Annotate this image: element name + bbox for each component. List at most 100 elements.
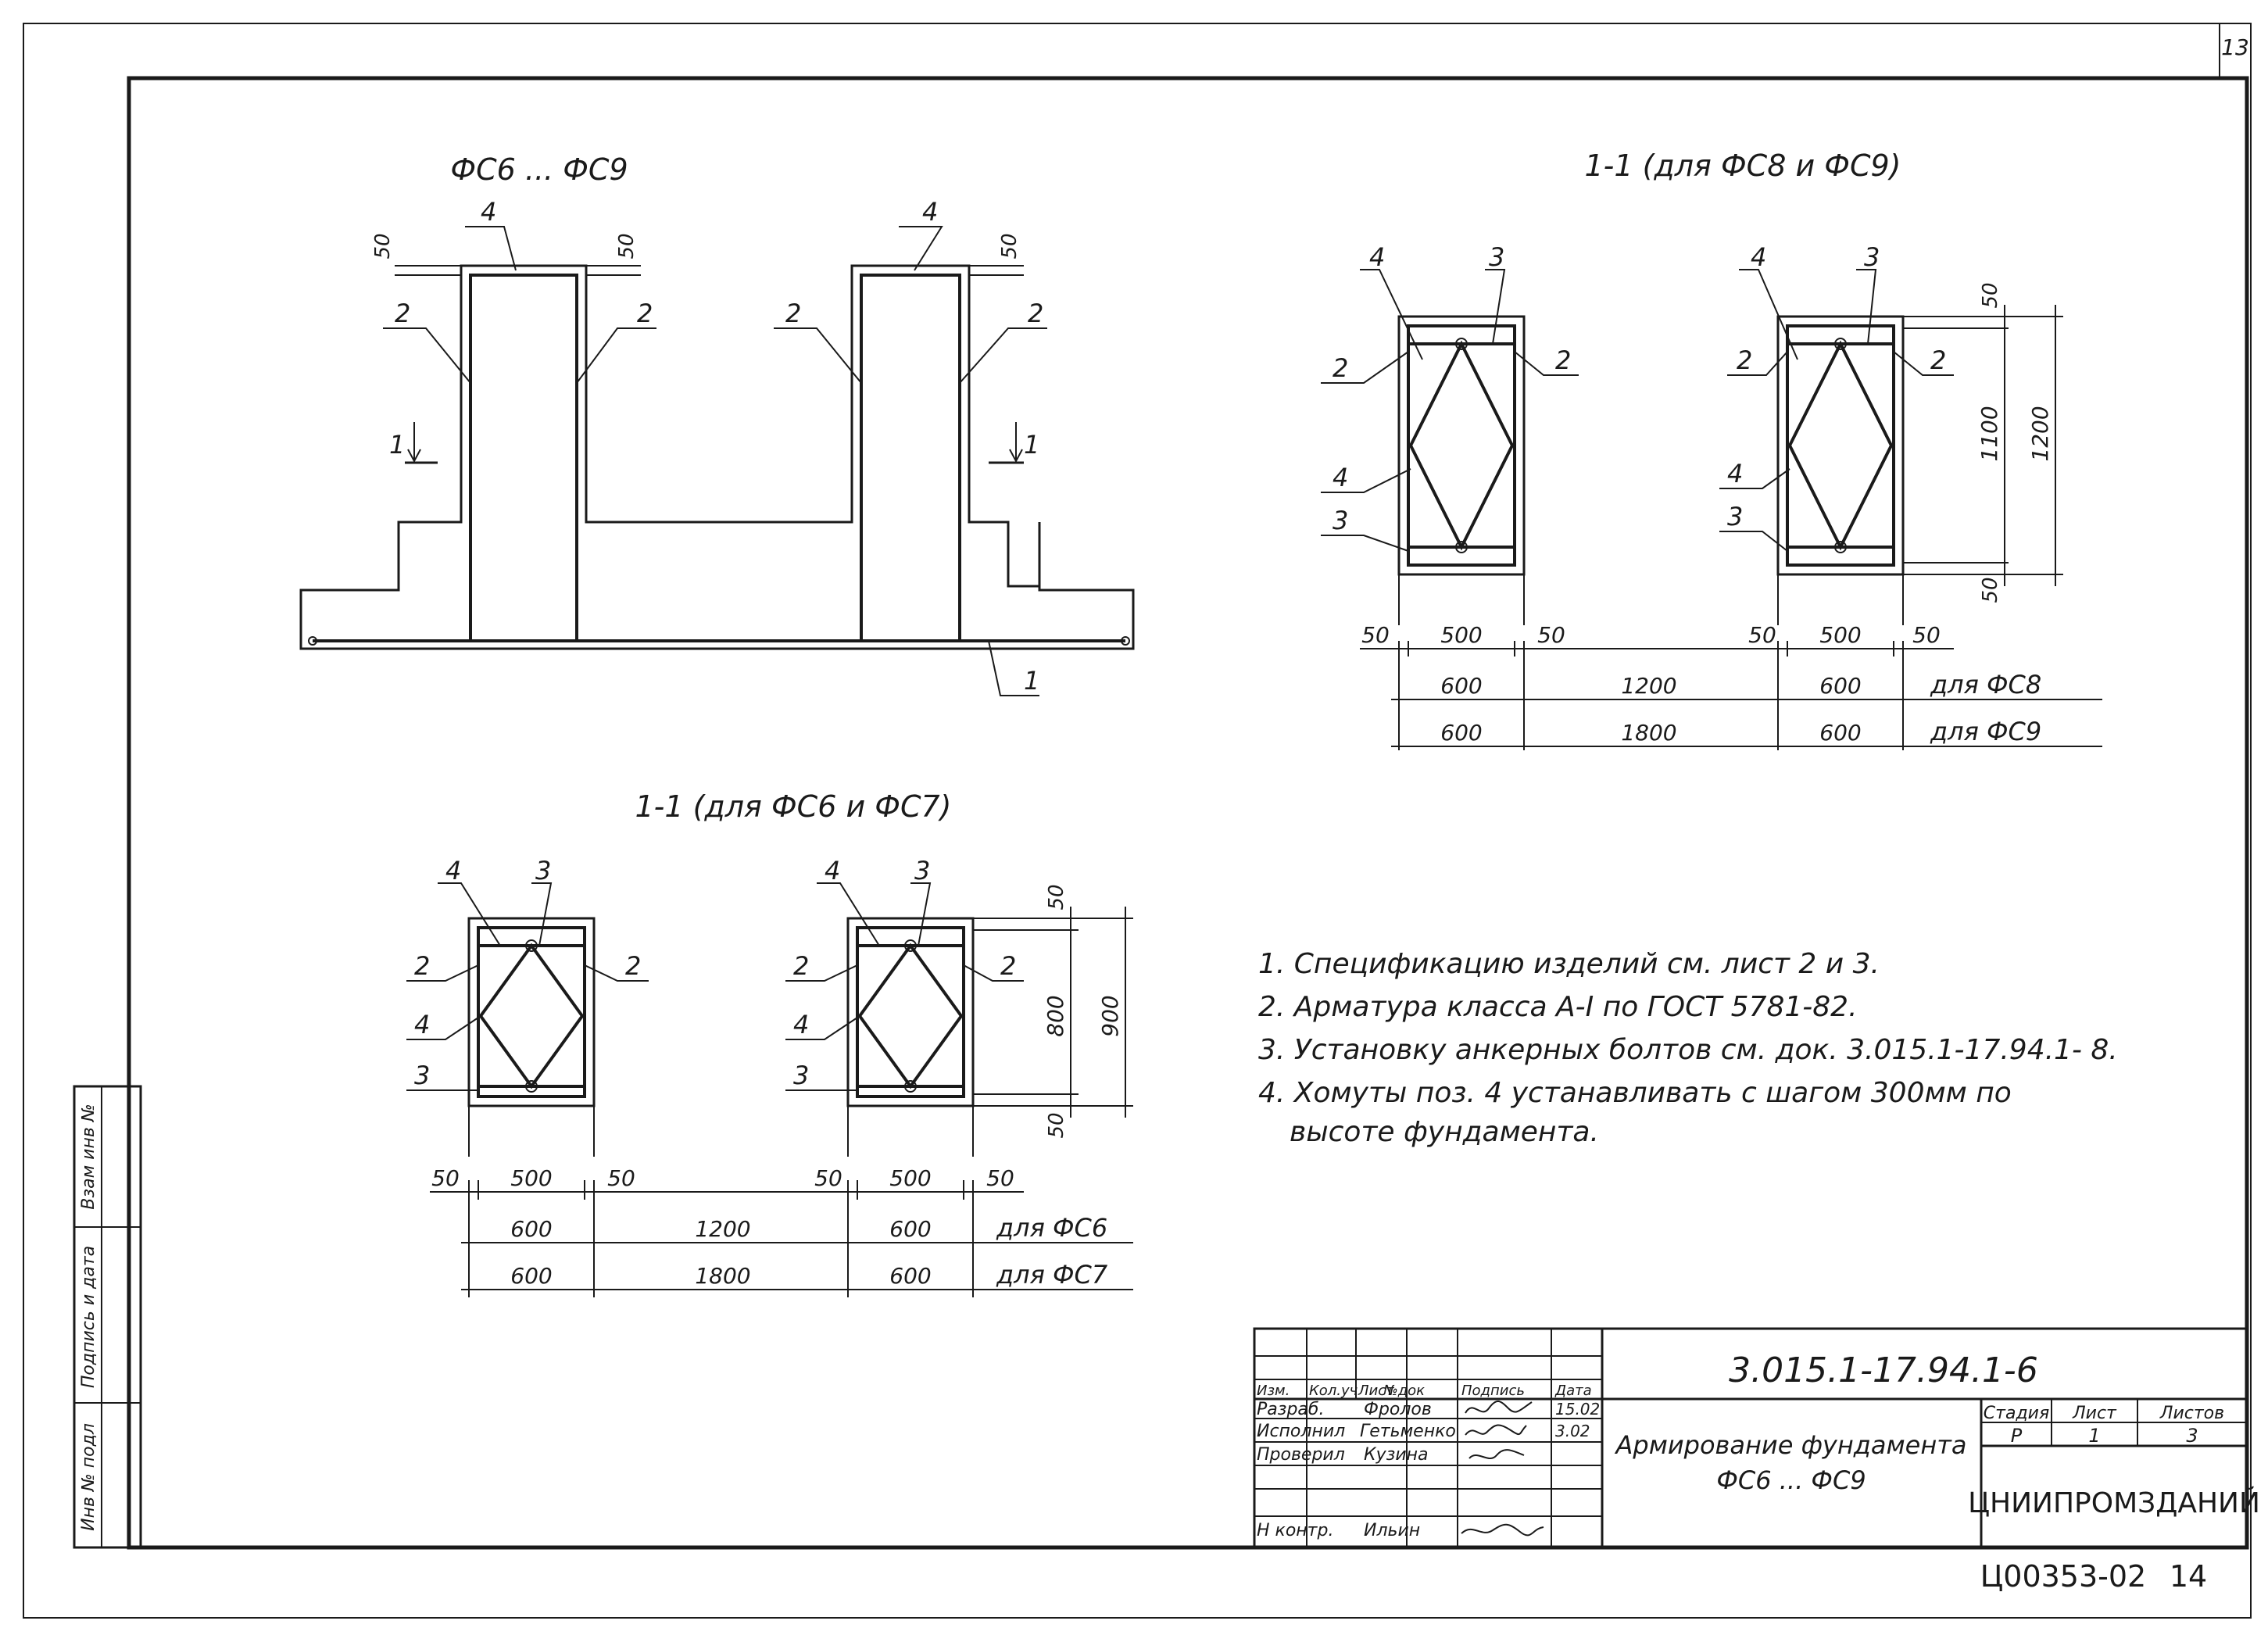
elev-pos2-b: 2 (637, 299, 653, 328)
s67-pos2-b: 2 (625, 951, 641, 981)
s67-dim-50-l1: 50 (431, 1165, 460, 1191)
section-fs6-fs7-title: 1-1 (для ФС6 и ФС7) (635, 789, 952, 824)
s89-row1-label: для ФС8 (1930, 670, 2041, 699)
tb-sheet: 1 (2088, 1425, 2100, 1447)
dim-50-a: 50 (371, 233, 395, 259)
tb-doc-code: 3.015.1-17.94.1-6 (1729, 1351, 2038, 1390)
tb-stage-label: Стадия (1984, 1404, 2049, 1423)
s67-pos3-c: 3 (914, 856, 930, 885)
tb-hdr-sign: Подпись (1461, 1383, 1525, 1399)
s67-dim-500-l: 500 (510, 1165, 552, 1191)
tb-sheets: 3 (2186, 1425, 2198, 1447)
section-mark-right: 1 (1024, 430, 1039, 460)
archive-code: Ц00353-02 (1980, 1559, 2146, 1594)
s67-pos3-b: 3 (414, 1061, 430, 1090)
s67-dim-500-r: 500 (889, 1165, 931, 1191)
section-fs8-fs9: 1-1 (для ФС8 и ФС9) 4 3 2 2 4 3 (1321, 148, 2102, 750)
signature-4 (1461, 1523, 1544, 1537)
elev-pos1: 1 (1024, 666, 1039, 696)
s89-row2-600-r: 600 (1819, 720, 1861, 746)
s89-pos2-c: 2 (1737, 345, 1752, 375)
tb-hdr-izm: Изм. (1257, 1383, 1290, 1399)
s89-row2-label: для ФС9 (1930, 717, 2041, 746)
s67-dim-50-top: 50 (1045, 884, 1068, 910)
title-block: Изм. Кол.уч Лист №док Подпись Дата Разра… (1253, 1327, 2260, 1549)
s67-pos2-d: 2 (1000, 951, 1016, 981)
note-4: 4. Хомуты поз. 4 устанавливать с шагом 3… (1258, 1077, 2012, 1109)
tb-org: ЦНИИПРОМЗДАНИЙ (1968, 1487, 2260, 1519)
tb-row2-role: Исполнил (1257, 1422, 1345, 1441)
stamp-replace-label: Взам инв № (79, 1104, 98, 1209)
s89-dim-500-r: 500 (1819, 622, 1861, 648)
s67-row1-label: для ФС6 (996, 1213, 1107, 1243)
s67-dim-900: 900 (1097, 995, 1123, 1036)
s89-dim-50-l1: 50 (1361, 622, 1390, 648)
tb-row3-role: Проверил (1257, 1445, 1345, 1465)
s89-dim-500-l: 500 (1440, 622, 1482, 648)
note-3: 3. Установку анкерных болтов см. док. 3.… (1258, 1034, 2118, 1066)
tb-sheets-label: Листов (2159, 1404, 2224, 1423)
s89-pos3-b: 3 (1333, 506, 1348, 535)
s67-dim-50-r1: 50 (814, 1165, 842, 1191)
s67-row1-1200: 1200 (695, 1216, 750, 1242)
drawing-frame (127, 76, 2249, 1550)
s67-row1-600-r: 600 (889, 1216, 931, 1242)
tb-drawing-title-2: ФС6 ... ФС9 (1716, 1465, 1866, 1495)
tb-row5-role: Н контр. (1257, 1521, 1333, 1540)
elevation-title: ФС6 ... ФС9 (450, 152, 628, 187)
s67-pos4-a: 4 (445, 856, 461, 885)
s67-dim-50-r2: 50 (986, 1165, 1014, 1191)
tb-row3-name: Кузина (1364, 1445, 1429, 1465)
s89-pos4-a: 4 (1369, 242, 1385, 272)
note-2: 2. Арматура класса А-I по ГОСТ 5781-82. (1258, 991, 1858, 1023)
s67-row1-600-l: 600 (510, 1216, 552, 1242)
tb-row1-role: Разраб. (1257, 1400, 1324, 1419)
tb-drawing-title-1: Армирование фундамента (1614, 1430, 1966, 1460)
s89-pos4-d: 4 (1727, 459, 1743, 488)
section-fs8-fs9-title: 1-1 (для ФС8 и ФС9) (1585, 148, 1901, 183)
s89-dim-50-bot: 50 (1979, 577, 2002, 603)
tb-hdr-list: Лист (1358, 1383, 1394, 1399)
s89-dim-50-top: 50 (1979, 282, 2002, 308)
s67-dim-800: 800 (1043, 995, 1068, 1036)
s67-pos3-d: 3 (793, 1061, 809, 1090)
s89-pos3-d: 3 (1727, 502, 1743, 531)
elev-pos4-b: 4 (922, 197, 938, 227)
tb-sheet-label: Лист (2072, 1404, 2117, 1423)
tb-stage: Р (2011, 1425, 2023, 1447)
s67-dim-50-l2: 50 (607, 1165, 635, 1191)
s89-row1-600-r: 600 (1819, 673, 1861, 699)
s89-dim-50-r2: 50 (1912, 622, 1941, 648)
dim-50-b: 50 (615, 233, 639, 259)
side-stamp: Инв № подл Подпись и дата Взам инв № (73, 1085, 142, 1549)
signature-2 (1465, 1424, 1527, 1436)
s89-pos2-a: 2 (1333, 353, 1348, 383)
s89-row1-600-l: 600 (1440, 673, 1482, 699)
stamp-inv-label: Инв № подл (79, 1423, 98, 1531)
s67-pos4-b: 4 (414, 1010, 430, 1039)
notes-block: 1. Спецификацию изделий см. лист 2 и 3. … (1258, 948, 2118, 1148)
s89-dim-50-l2: 50 (1537, 622, 1565, 648)
tb-hdr-kol: Кол.уч (1309, 1383, 1358, 1399)
s67-row2-600-r: 600 (889, 1263, 931, 1289)
dim-50-c: 50 (998, 233, 1021, 259)
s89-dim-1200v: 1200 (2027, 406, 2053, 461)
s67-dim-50-bot: 50 (1045, 1112, 1068, 1138)
elev-pos2-d: 2 (1028, 299, 1043, 328)
archive-page: 14 (2170, 1559, 2207, 1594)
signature-1 (1465, 1401, 1533, 1414)
s89-dim-1100: 1100 (1976, 406, 2002, 461)
s89-pos2-b: 2 (1555, 345, 1571, 375)
s89-dim-50-r1: 50 (1748, 622, 1776, 648)
tb-row5-name: Ильин (1364, 1521, 1420, 1540)
elevation-view: ФС6 ... ФС9 50 50 50 4 4 2 2 2 2 (299, 152, 1135, 696)
s89-pos4-b: 4 (1333, 463, 1348, 492)
s89-pos4-c: 4 (1751, 242, 1766, 272)
s67-row2-label: для ФС7 (996, 1260, 1108, 1290)
note-4-cont: высоте фундамента. (1290, 1116, 1599, 1148)
section-mark-left: 1 (389, 430, 405, 460)
tb-hdr-date: Дата (1554, 1383, 1592, 1399)
s67-pos2-a: 2 (414, 951, 430, 981)
elev-pos4-a: 4 (481, 197, 496, 227)
elev-pos2-a: 2 (395, 299, 410, 328)
